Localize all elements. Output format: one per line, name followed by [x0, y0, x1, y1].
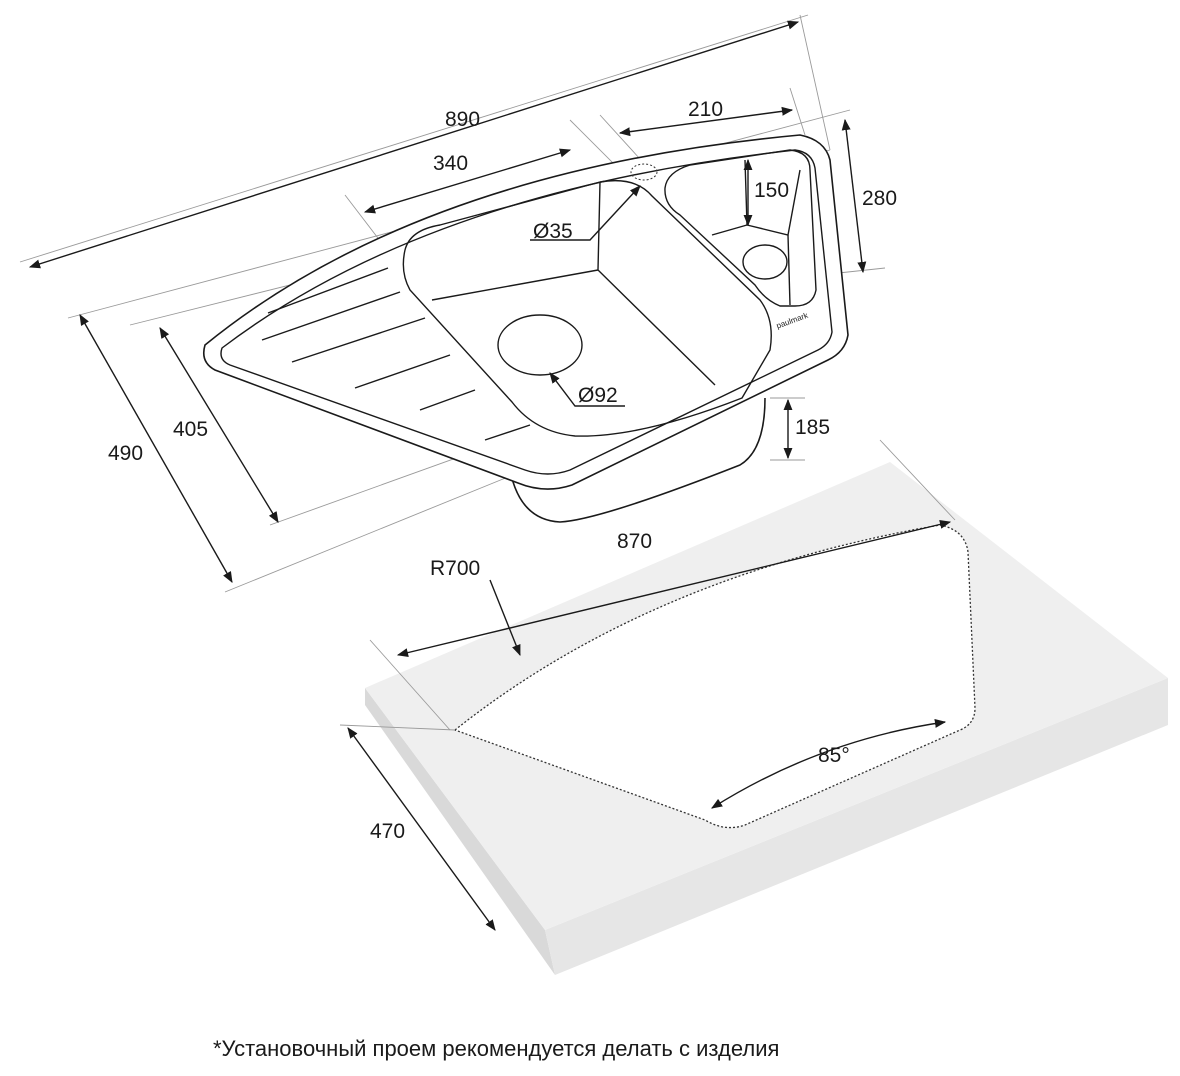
dim-r700: R700 — [430, 557, 480, 580]
dim-470: 470 — [370, 820, 405, 843]
dim-490: 490 — [108, 442, 143, 465]
sink: paulmark — [202, 134, 849, 523]
dim-405: 405 — [173, 418, 208, 441]
bowl-bottom — [509, 397, 766, 523]
dim-210: 210 — [688, 98, 723, 121]
dim-150: 150 — [754, 179, 789, 202]
dim-890: 890 — [445, 108, 480, 131]
drain — [497, 314, 583, 376]
dim-870: 870 — [617, 530, 652, 553]
dim-d35: Ø35 — [533, 220, 573, 243]
dim-d92: Ø92 — [578, 384, 618, 407]
dimension-lines — [28, 20, 952, 931]
footnote: *Установочный проем рекомендуется делать… — [213, 1036, 780, 1061]
countertop — [365, 462, 1168, 975]
dim-280: 280 — [862, 187, 897, 210]
dim-85deg: 85° — [818, 744, 850, 767]
dim-340: 340 — [433, 152, 468, 175]
drainboard-ribs — [261, 267, 531, 441]
dim-185: 185 — [795, 416, 830, 439]
